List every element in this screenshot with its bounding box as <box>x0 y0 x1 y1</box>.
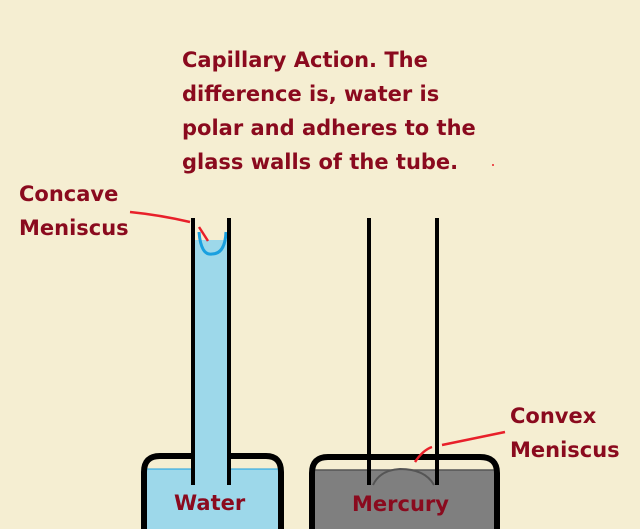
title-line: Capillary Action. The <box>182 48 428 72</box>
concave-meniscus <box>197 231 228 256</box>
title-line: polar and adheres to the <box>182 116 476 140</box>
convex-meniscus-label: Convex Meniscus <box>510 399 620 467</box>
concave-pointer <box>129 210 191 224</box>
label-line: Meniscus <box>510 438 620 462</box>
convex-meniscus <box>372 467 435 486</box>
mercury-label: Mercury <box>352 492 449 516</box>
mercury-beaker <box>309 454 500 529</box>
title-line: difference is, water is <box>182 82 440 106</box>
water-tube <box>191 218 231 485</box>
convex-pointer <box>441 430 506 447</box>
mercury-beaker-outline <box>309 454 500 529</box>
label-line: Meniscus <box>19 216 129 240</box>
concave-meniscus-label: Concave Meniscus <box>19 177 129 245</box>
title-text: Capillary Action. The difference is, wat… <box>182 43 476 179</box>
water-column <box>194 240 228 485</box>
water-label: Water <box>174 491 246 515</box>
label-line: Convex <box>510 404 597 428</box>
label-line: Concave <box>19 182 119 206</box>
mercury-tube <box>367 218 439 485</box>
title-line: glass walls of the tube. <box>182 150 459 174</box>
